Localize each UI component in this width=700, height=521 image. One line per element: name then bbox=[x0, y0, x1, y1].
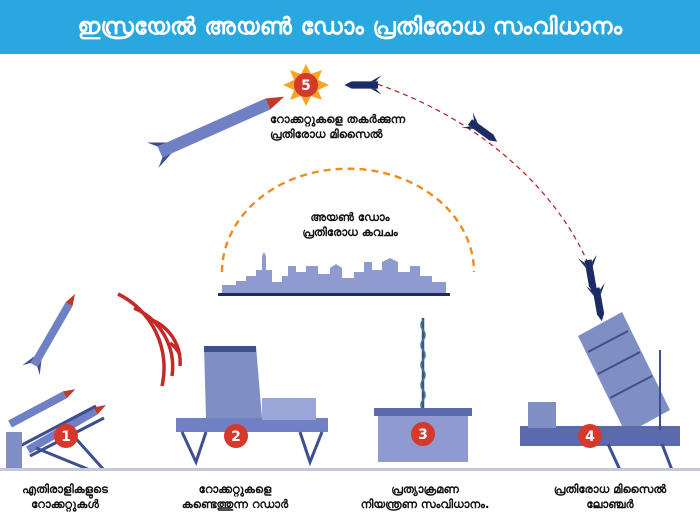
ground-line bbox=[0, 468, 700, 471]
control-unit: 3 bbox=[374, 318, 472, 462]
enemy-rocket bbox=[8, 389, 76, 428]
page-title: ഇസ്രയേൽ അയൺ ഡോം പ്രതിരോധ സംവിധാനം bbox=[77, 14, 623, 40]
label-launcher: പ്രതിരോധ മിസൈൽ ലോഞ്ചർ bbox=[540, 482, 680, 512]
interceptor-launcher: 4 bbox=[520, 282, 680, 471]
enemy-rocket-intercepted bbox=[146, 96, 285, 169]
label-line: കണ്ടെത്തുന്ന റഡാർ bbox=[181, 497, 289, 511]
label-line: പ്രതിരോധ കവചം bbox=[302, 225, 398, 239]
city-skyline bbox=[218, 252, 450, 296]
label-control-unit: പ്രത്യാക്രമണ നിയന്ത്രണ സംവിധാനം. bbox=[350, 482, 500, 512]
label-interceptor-missile: റോക്കറ്റുകളെ തകർക്കുന്ന പ്രതിരോധ മിസൈൽ bbox=[270, 112, 405, 142]
iron-dome-diagram: 5 2 bbox=[0, 64, 700, 472]
label-line: റോക്കറ്റുകൾ bbox=[31, 497, 99, 511]
label-line: നിയന്ത്രണ സംവിധാനം. bbox=[360, 497, 490, 511]
label-line: പ്രത്യാക്രമണ bbox=[391, 482, 459, 496]
label-line: പ്രതിരോധ മിസൈൽ bbox=[270, 127, 383, 141]
badge-number-4: 4 bbox=[585, 429, 595, 445]
dome-shield-arc bbox=[220, 167, 476, 273]
label-line: പ്രതിരോധ മിസൈൽ bbox=[553, 482, 667, 496]
label-line: റോക്കറ്റുകളെ തകർക്കുന്ന bbox=[270, 112, 406, 126]
interceptor-missile bbox=[344, 75, 382, 95]
radar-unit: 2 bbox=[117, 292, 328, 467]
label-dome-shield: അയൺ ഡോം പ്രതിരോധ കവചം bbox=[280, 210, 420, 240]
badge-number-5: 5 bbox=[301, 78, 311, 94]
label-radar: റോക്കറ്റുകളെ കണ്ടെത്തുന്ന റഡാർ bbox=[160, 482, 310, 512]
interceptor-missile bbox=[461, 112, 503, 150]
enemy-rocket bbox=[22, 293, 75, 376]
badge-number-3: 3 bbox=[418, 427, 428, 443]
label-line: എതിരാളികളുടെ bbox=[22, 482, 108, 496]
label-line: റോക്കറ്റുകളെ bbox=[198, 482, 272, 496]
label-line: അയൺ ഡോം bbox=[310, 210, 390, 224]
interceptor-trajectory-line bbox=[373, 82, 599, 299]
explosion-burst: 5 bbox=[283, 64, 329, 106]
title-bar: ഇസ്രയേൽ അയൺ ഡോം പ്രതിരോധ സംവിധാനം bbox=[0, 0, 700, 54]
label-enemy-rockets: എതിരാളികളുടെ റോക്കറ്റുകൾ bbox=[0, 482, 130, 512]
badge-number-2: 2 bbox=[231, 429, 241, 445]
badge-number-1: 1 bbox=[61, 429, 71, 445]
label-line: ലോഞ്ചർ bbox=[586, 497, 634, 511]
